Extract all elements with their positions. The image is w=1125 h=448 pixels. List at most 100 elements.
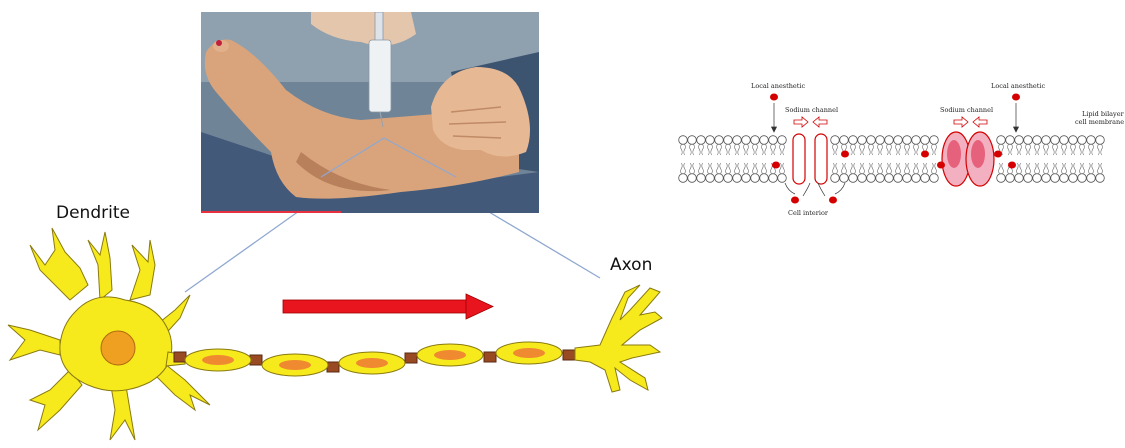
anesthetic-dot [791, 197, 799, 204]
node-of-ranvier [174, 352, 186, 362]
anesthetic-dot [841, 151, 849, 158]
phospholipid-head [1051, 174, 1060, 183]
phospholipid-tail [914, 144, 916, 155]
phospholipid-tail [783, 163, 785, 174]
phospholipid-tail [684, 163, 686, 174]
phospholipid-tail [881, 144, 883, 155]
phospholipid-tail [681, 144, 683, 155]
phospholipid-head [751, 136, 760, 145]
phospholipid-tail [878, 163, 880, 174]
phospholipid-head [724, 136, 733, 145]
phospholipid-head [921, 174, 930, 183]
phospholipid-tail [1092, 144, 1094, 155]
phospholipid-head [679, 136, 688, 145]
phospholipid-tail [869, 163, 871, 174]
phospholipid-head [688, 136, 697, 145]
node-of-ranvier [563, 350, 575, 360]
node-of-ranvier [327, 362, 339, 372]
sodium-flow-arrows [794, 117, 987, 127]
phospholipid-tail [1035, 163, 1037, 174]
phospholipid-head [1006, 174, 1015, 183]
phospholipid-tail [1002, 163, 1004, 174]
phospholipid-tail [872, 163, 874, 174]
phospholipid-tail [1074, 144, 1076, 155]
phospholipid-head [733, 174, 742, 183]
phospholipid-head [1024, 136, 1033, 145]
phospholipid-tail [699, 144, 701, 155]
myelin-core [279, 360, 311, 370]
phospholipid-tail [872, 144, 874, 155]
arrow-shaft [283, 300, 468, 313]
phospholipid-head [876, 136, 885, 145]
channel-wall-left [793, 134, 805, 184]
phospholipid-tail [917, 144, 919, 155]
phospholipid-head [715, 136, 724, 145]
phospholipid-head [769, 136, 778, 145]
phospholipid-tail [905, 144, 907, 155]
phospholipid-head [921, 136, 930, 145]
nucleus [101, 331, 135, 365]
phospholipid-head [1006, 136, 1015, 145]
phospholipid-tail [836, 144, 838, 155]
flow-arrow-left [813, 117, 827, 127]
phospholipid-tail [860, 144, 862, 155]
phospholipid-head [1051, 136, 1060, 145]
label-lipid-bilayer-line1: Lipid bilayer [1082, 110, 1125, 118]
node-of-ranvier [250, 355, 262, 365]
photo-bottom-strip [201, 211, 341, 213]
phospholipid-tail [780, 144, 782, 155]
phospholipid-tail [762, 163, 764, 174]
phospholipid-tail [1008, 144, 1010, 155]
phospholipid-tail [711, 163, 713, 174]
phospholipid-tail [1020, 163, 1022, 174]
photo-syringe-plunger [375, 12, 383, 42]
phospholipid-tail [1029, 163, 1031, 174]
phospholipid-head [930, 136, 939, 145]
injection-photo [201, 12, 539, 213]
phospholipid-head [1033, 136, 1042, 145]
node-of-ranvier [484, 352, 496, 362]
phospholipid-tail [923, 163, 925, 174]
phospholipid-head [885, 174, 894, 183]
phospholipid-tail [1011, 144, 1013, 155]
phospholipid-tail [1017, 163, 1019, 174]
phospholipid-tail [896, 163, 898, 174]
anesthetic-dot [1008, 162, 1016, 169]
phospholipid-tail [1083, 163, 1085, 174]
phospholipid-tail [1044, 163, 1046, 174]
phospholipid-head [706, 174, 715, 183]
flow-arrow-right [954, 117, 968, 127]
phospholipid-tail [744, 144, 746, 155]
phospholipid-tail [860, 163, 862, 174]
phospholipid-head [778, 174, 787, 183]
phospholipid-tail [1065, 144, 1067, 155]
phospholipid-tail [1020, 144, 1022, 155]
phospholipid-head [1096, 174, 1105, 183]
lipid-bilayer [679, 136, 1105, 183]
phospholipid-head [997, 174, 1006, 183]
phospholipid-tail [720, 163, 722, 174]
phospholipid-head [1069, 136, 1078, 145]
phospholipid-head [885, 136, 894, 145]
phospholipid-head [1042, 136, 1051, 145]
phospholipid-tail [863, 144, 865, 155]
phospholipid-tail [1047, 144, 1049, 155]
anesthetic-dot [937, 162, 945, 169]
phospholipid-head [1060, 136, 1069, 145]
dendrite-label: Dendrite [56, 203, 130, 223]
axon-label: Axon [610, 255, 652, 275]
anesthetic-dot [1012, 94, 1020, 101]
phospholipid-head [715, 174, 724, 183]
node-of-ranvier [405, 353, 417, 363]
phospholipid-head [876, 174, 885, 183]
phospholipid-tail [717, 144, 719, 155]
phospholipid-head [1015, 174, 1024, 183]
phospholipid-tail [693, 163, 695, 174]
axon-terminal [575, 285, 662, 392]
phospholipid-head [858, 174, 867, 183]
phospholipid-head [1087, 136, 1096, 145]
phospholipid-tail [726, 144, 728, 155]
phospholipid-tail [771, 163, 773, 174]
phospholipid-tail [935, 163, 937, 174]
phospholipid-tail [917, 163, 919, 174]
